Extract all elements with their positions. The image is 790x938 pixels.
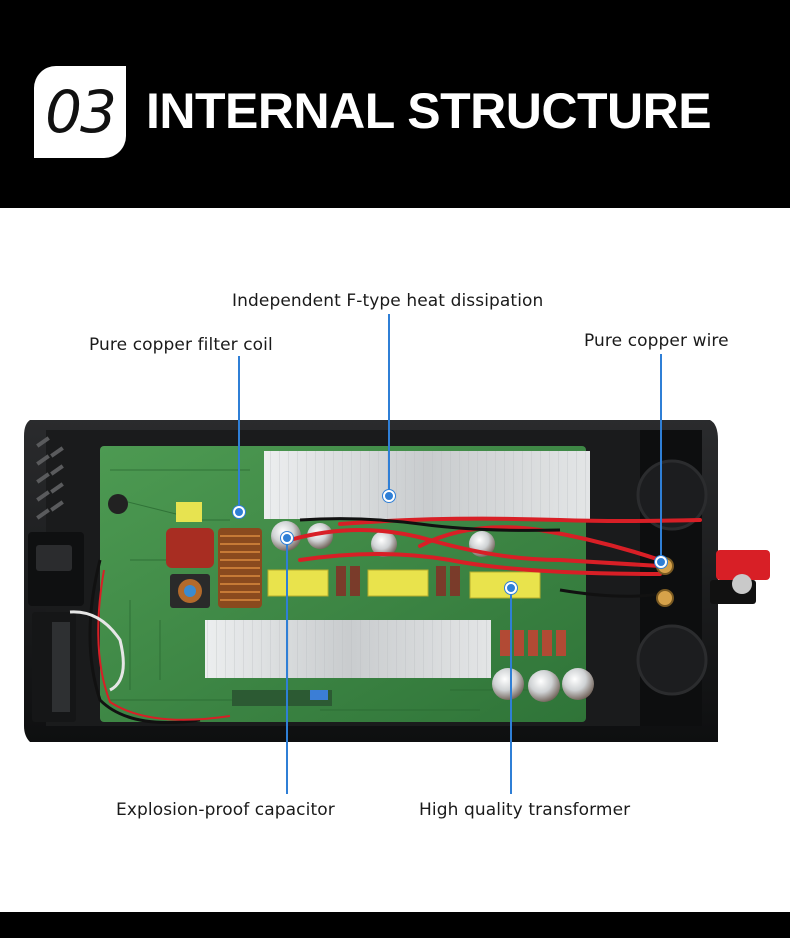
leader-copper-wire bbox=[660, 354, 662, 558]
callout-heat-dissipation: Independent F-type heat dissipation bbox=[232, 291, 544, 311]
pointer-dot-capacitor bbox=[281, 532, 293, 544]
callout-capacitor: Explosion-proof capacitor bbox=[116, 800, 335, 820]
pointer-dot-heat-dissipation bbox=[383, 490, 395, 502]
callout-filter-coil: Pure copper filter coil bbox=[89, 335, 273, 355]
leader-filter-coil bbox=[238, 356, 240, 510]
section-title: INTERNAL STRUCTURE bbox=[146, 83, 712, 139]
section-number-badge: 03 bbox=[34, 66, 126, 158]
leader-heat-dissipation bbox=[388, 314, 390, 494]
header-banner: 03 INTERNAL STRUCTURE bbox=[0, 0, 790, 208]
pointer-dot-filter-coil bbox=[233, 506, 245, 518]
pointer-dot-copper-wire bbox=[655, 556, 667, 568]
footer-band bbox=[0, 912, 790, 938]
leader-transformer bbox=[510, 588, 512, 794]
section-number: 03 bbox=[45, 78, 117, 146]
pointer-dot-transformer bbox=[505, 582, 517, 594]
callout-transformer: High quality transformer bbox=[419, 800, 631, 820]
callout-copper-wire: Pure copper wire bbox=[584, 331, 729, 351]
leader-capacitor bbox=[286, 538, 288, 794]
